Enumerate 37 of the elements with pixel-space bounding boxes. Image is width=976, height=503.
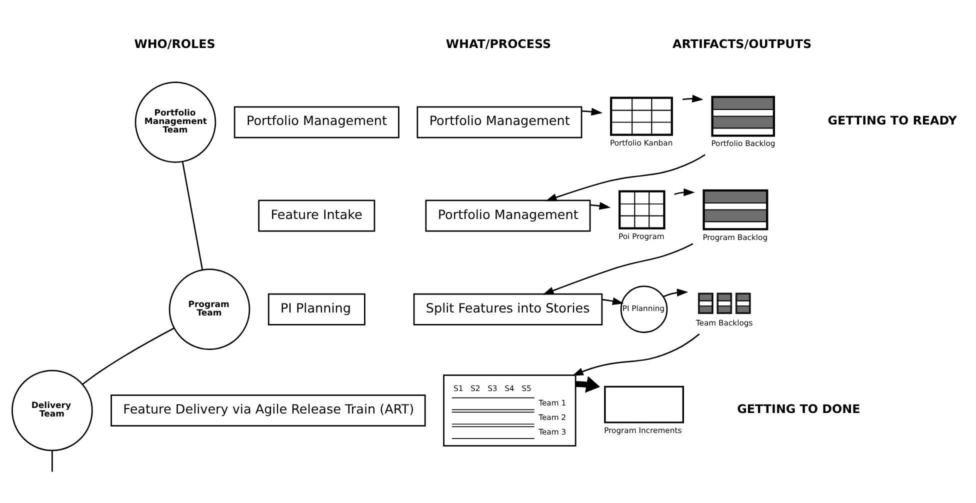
node-label: Poi Program <box>618 232 664 241</box>
node-label: Program Backlog <box>702 232 768 242</box>
node-box <box>604 386 684 424</box>
node-label: Portfolio Kanban <box>610 138 673 148</box>
node-circle: PI Planning <box>620 286 668 333</box>
arrow <box>582 108 603 116</box>
node-box: Feature Intake <box>258 200 376 232</box>
label: WHO/ROLES <box>134 37 216 52</box>
connector <box>82 328 174 385</box>
node-box: Portfolio Management <box>416 106 582 138</box>
node-label: Program Increments <box>604 426 682 435</box>
arrow <box>572 334 700 376</box>
node-box: Split Features into Stories <box>413 293 603 326</box>
arrow <box>663 288 688 298</box>
node-box: PI Planning <box>268 293 366 326</box>
label: GETTING TO DONE <box>737 402 860 416</box>
label: WHAT/PROCESS <box>446 37 552 52</box>
node-circle: Delivery Team <box>12 370 93 452</box>
arrow <box>576 376 600 393</box>
arrow <box>590 202 611 210</box>
arrow <box>546 154 706 202</box>
arrow <box>542 243 694 295</box>
arrow <box>674 188 695 196</box>
node-circle: Portfolio Management Team <box>134 82 216 163</box>
node-box: Feature Delivery via Agile Release Train (ART) <box>110 394 426 426</box>
node-box: Portfolio Management <box>234 106 400 138</box>
arrow <box>602 297 624 306</box>
arrow <box>682 94 704 103</box>
node-label: Team Backlogs <box>696 318 753 328</box>
node-label: Portfolio Backlog <box>711 139 776 148</box>
label: GETTING TO READY <box>828 114 957 128</box>
connector <box>52 450 53 472</box>
node-box: Portfolio Management <box>425 200 591 232</box>
node-circle: Program Team <box>168 268 250 350</box>
label: ARTIFACTS/OUTPUTS <box>672 37 812 52</box>
node-box: S1 S2 S3 S4 S5 Team 1 Team 2 Team 3 <box>443 374 576 446</box>
connector <box>182 162 204 270</box>
